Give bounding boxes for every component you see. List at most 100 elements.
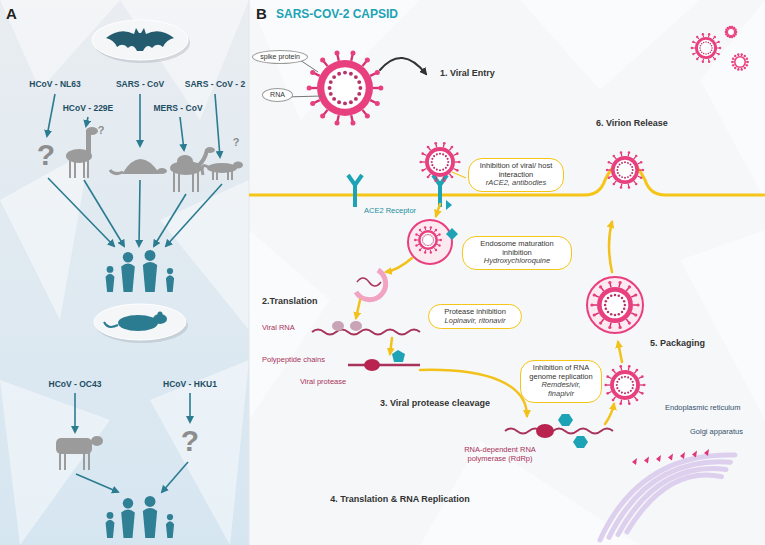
background-facet [0,150,90,320]
animal-leg [216,171,218,180]
spike-head [628,321,631,324]
background-facet [249,230,330,420]
er-cisterna [618,469,726,535]
spike-head [725,31,727,33]
spike-head [636,369,639,372]
spike-head [320,114,325,119]
spike-head [741,68,743,70]
nucleocapsid-dot [447,161,449,163]
background-facet [0,380,110,545]
spike-head [414,239,416,241]
spike-head [628,365,631,368]
drug-names: Hydroxychloroquine [470,257,564,266]
drug-symbol [573,436,588,448]
nucleocapsid-dot [431,164,433,166]
spike-head [438,244,440,246]
spike-head [734,67,736,69]
human-head [167,268,173,274]
nucleocapsid-dot [349,72,353,76]
nucleocapsid-dot [621,176,623,178]
spike-head [643,384,646,387]
nucleocapsid-dot [711,50,713,52]
spike-head [634,313,637,316]
spike-head [440,239,442,241]
background-facet [700,0,765,200]
animal-leg [231,171,233,180]
nucleocapsid-dot [329,80,333,84]
spike-head [419,249,421,251]
nucleocapsid-dot [631,172,633,174]
spike-head [335,120,340,125]
drug-symbol [446,200,452,210]
nucleocapsid-dot [630,378,632,380]
civet-head [233,162,243,169]
nucleocapsid-dot [354,97,358,101]
spike-head [378,85,383,90]
molecule-label: Viral protease [300,378,346,387]
spike-head [734,29,736,31]
human-body [143,262,157,292]
spike-head [702,61,704,63]
nucleocapsid-dot [621,162,623,164]
spike-head [619,402,622,405]
human-body [166,521,174,538]
nucleocapsid-dot [624,304,627,307]
background-facet [680,230,765,420]
pangolin-head [157,168,167,174]
spike-head [696,58,698,60]
spike-head [310,101,315,106]
drug-names: Remdesivir, finapivir [528,381,594,398]
virus-name: HCoV - 229E [63,104,114,114]
spike-head [434,142,437,145]
inhibitor-callout: Inhibition of RNA genome replicationRemd… [520,360,602,403]
nucleocapsid-dot [632,169,634,171]
nucleocapsid-dot [700,50,702,52]
virus-name: HCoV - OC43 [49,380,102,390]
background-facet [150,360,249,545]
spike-head [731,61,733,63]
virus-core [736,58,745,67]
rodent-ear [158,312,163,317]
spike-head [746,61,748,63]
human-body [166,275,174,292]
nucleocapsid-dot [357,80,361,84]
spike-head [593,313,596,316]
nucleocapsid-dot [447,158,449,160]
rodent-tail [104,322,118,327]
protein-mark [632,458,637,465]
organelle-label: Golgi apparatus [690,428,758,437]
spike-head [307,85,312,90]
virus-name: SARS - CoV - 2 [185,80,245,90]
spike-head [320,57,325,62]
spike-head [604,384,607,387]
nucleocapsid-dot [328,86,332,90]
molecule-label: Polypeptide chains [262,356,325,365]
spike-head [613,183,616,186]
pathway-arrow [436,204,440,216]
human-body [106,520,115,538]
nucleocapsid-dot [445,167,447,169]
nucleocapsid-dot [427,234,428,235]
spike-head [692,41,694,43]
spike-head [737,68,739,70]
human-body [121,509,135,538]
arrow [47,94,55,136]
host-oval [92,20,188,60]
spike-head [734,55,736,57]
drug-names: rACE2, antibodies [476,179,556,188]
spike-head [636,303,639,306]
virus-name: SARS - CoV [116,80,164,90]
rdrp-blob [536,424,554,438]
nucleocapsid-dot [332,75,336,79]
nucleocapsid-dot [604,304,607,307]
arrow [139,180,140,246]
virus-envelope [597,287,633,323]
panel-letter: B [256,5,267,22]
spike-head [729,26,731,28]
spike-head [628,151,631,154]
spike-head [451,176,454,179]
nucleocapsid-dot [701,43,703,45]
nucleocapsid-dot [617,166,619,168]
endosome [408,220,452,264]
